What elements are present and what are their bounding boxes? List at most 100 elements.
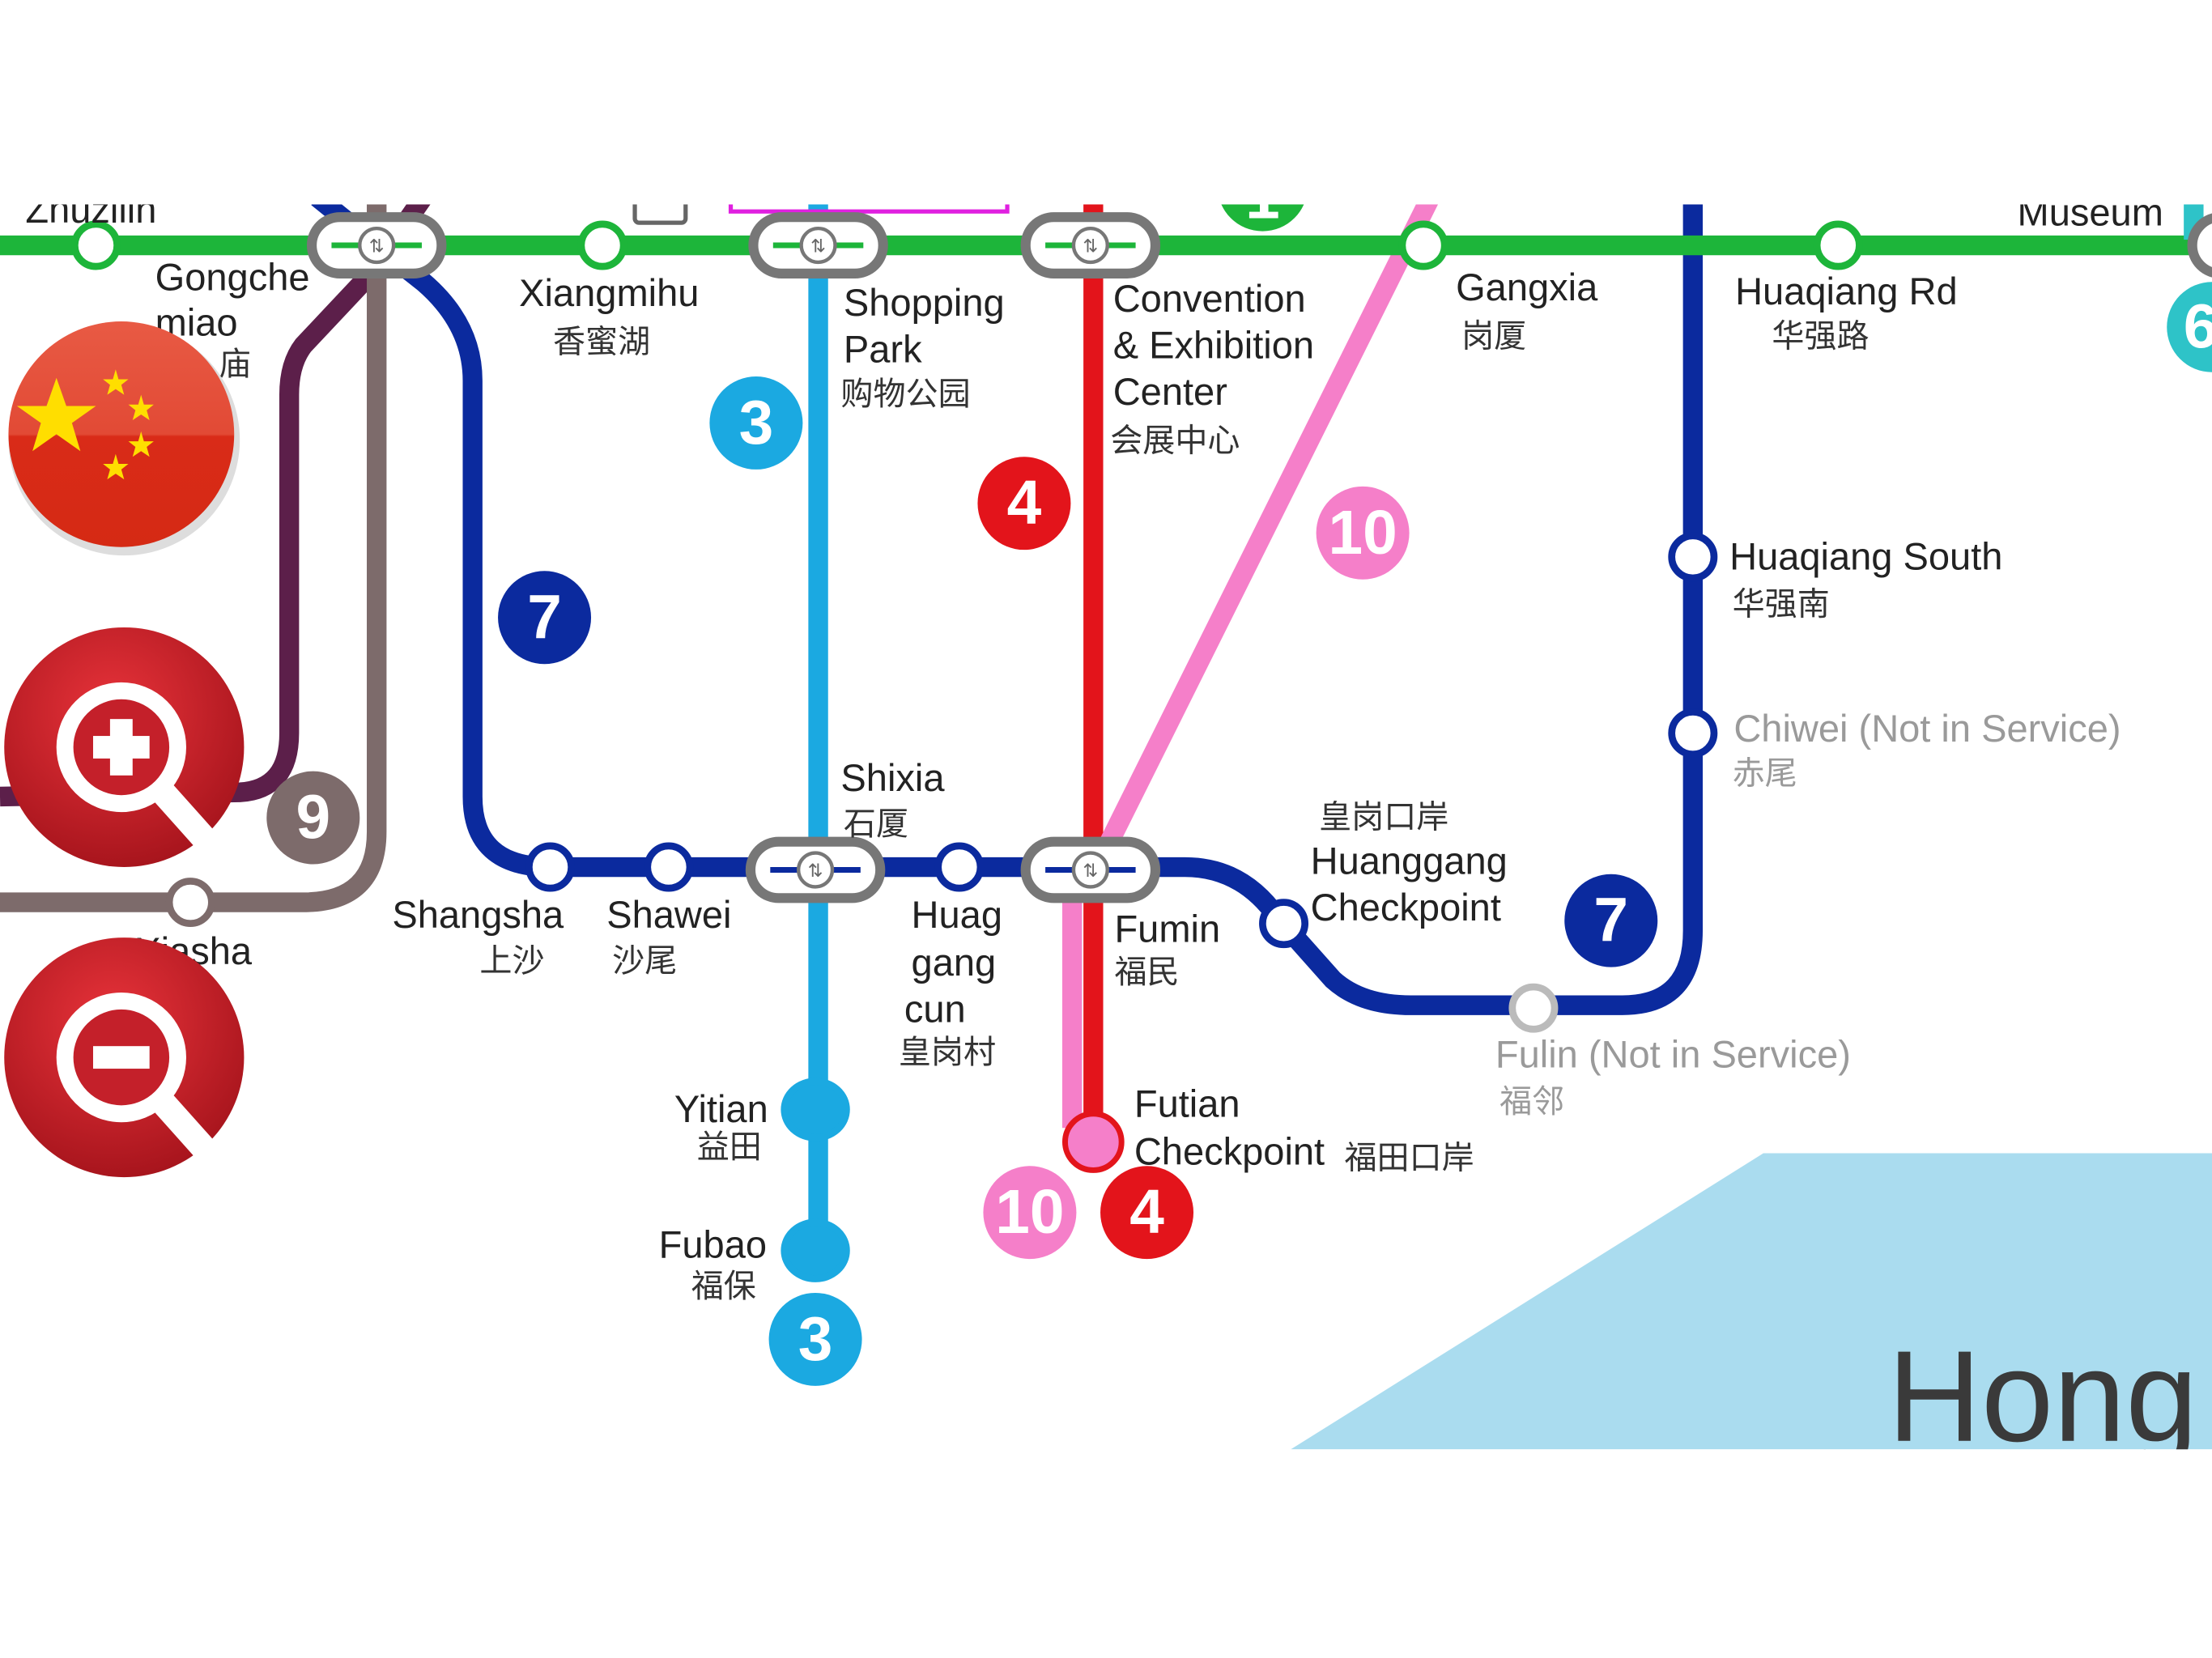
station-labels: Zhuzilin Museum Gongche miao 庙 Xiangmihu… — [25, 188, 2163, 1306]
interchange-shopping-park[interactable]: ⇅ — [748, 212, 888, 278]
station-huanggang-checkpoint[interactable] — [1259, 899, 1309, 949]
label-huanggangcun-zh: 皇岗村 — [899, 1034, 996, 1071]
badge-line-4: 4 — [1129, 1178, 1164, 1247]
label-convention-en: Convention — [1113, 277, 1306, 320]
station-huaqiang-rd[interactable] — [1813, 220, 1863, 270]
badge-line-7-bg — [498, 571, 592, 665]
label-chiwei-en: Chiwei (Not in Service) — [1733, 707, 2121, 750]
label-futian-checkpoint-en: Futian — [1134, 1082, 1240, 1124]
transfer-icon: ⇅ — [810, 236, 826, 257]
station-xiangmihu[interactable] — [577, 220, 627, 270]
label-fulin-zh: 福邻 — [1499, 1083, 1564, 1120]
interchange-gongchemiao[interactable]: ⇅ — [306, 212, 447, 278]
label-huaqiang-rd-zh: 华强路 — [1772, 317, 1869, 355]
zoom-out-button[interactable] — [4, 937, 245, 1178]
interchanges: ⇅ ⇅ ⇅ ⇅ ⇅ — [306, 212, 2212, 903]
badge-line-10: 10 — [995, 1178, 1064, 1247]
interchange-museum[interactable] — [2187, 213, 2212, 278]
transfer-icon: ⇅ — [369, 236, 385, 257]
badge-line-4-bg — [1100, 1166, 1194, 1260]
station-zhuzilin[interactable] — [70, 220, 121, 270]
label-xiangmihu-en: Xiangmihu — [519, 271, 699, 314]
interchange-shixia[interactable]: ⇅ — [745, 836, 886, 903]
label-huaqiang-rd-en: Huaqiang Rd — [1735, 270, 1958, 312]
station-fulin[interactable] — [1508, 983, 1559, 1033]
region-label: Hong K — [1887, 1324, 2212, 1469]
line-magenta-fragment — [728, 204, 1010, 214]
transfer-icon: ⇅ — [808, 861, 823, 881]
label-huanggang-checkpoint-en: Checkpoint — [1311, 886, 1501, 929]
language-flag-button[interactable] — [8, 321, 240, 556]
station-gangxia[interactable] — [1398, 220, 1448, 270]
label-shopping-park-zh: 购物公园 — [840, 376, 970, 413]
station-huaqiang-south[interactable] — [1668, 532, 1718, 582]
interchange-fumin[interactable]: ⇅ — [1020, 836, 1161, 903]
label-huanggangcun-en: Huag — [912, 893, 1002, 936]
label-convention-en: Center — [1113, 370, 1227, 413]
interchange-convention[interactable]: ⇅ — [1020, 212, 1161, 278]
map-icon-fragment — [632, 204, 688, 225]
label-fulin-en: Fulin (Not in Service) — [1495, 1032, 1851, 1075]
label-shixia-zh: 石厦 — [844, 806, 908, 843]
badge-line-10-bg — [1316, 486, 1410, 580]
label-shawei-en: Shawei — [606, 893, 731, 936]
zoom-in-icon — [56, 682, 218, 852]
badge-line-4-bg — [977, 457, 1071, 551]
transfer-icon: ⇅ — [1083, 861, 1098, 881]
badge-line-3-bg — [768, 1292, 862, 1386]
badge-line-10: 10 — [1328, 499, 1397, 568]
label-fubao-en: Fubao — [659, 1222, 767, 1265]
label-huanggangcun-en: gang — [912, 941, 997, 984]
station-chiwei[interactable] — [1668, 708, 1718, 759]
label-shopping-park-en: Park — [844, 328, 922, 371]
station-huanggangcun[interactable] — [934, 842, 985, 892]
label-shawei-zh: 沙尾 — [612, 942, 677, 980]
badge-line-9-bg — [266, 771, 360, 865]
label-futian-checkpoint-en: Checkpoint — [1134, 1129, 1325, 1172]
water-area — [1291, 1153, 2212, 1450]
label-gongchemiao-en: Gongche — [155, 256, 310, 299]
label-huaqiang-south-zh: 华强南 — [1733, 585, 1830, 623]
label-convention-en: & Exhibition — [1113, 323, 1314, 366]
label-futian-checkpoint-zh: 福田口岸 — [1344, 1140, 1474, 1177]
label-fumin-en: Fumin — [1114, 907, 1220, 950]
zoom-in-button[interactable] — [4, 627, 245, 868]
badge-line-3: 3 — [739, 389, 774, 457]
line-9 — [0, 204, 387, 912]
label-fumin-zh: 福民 — [1114, 954, 1179, 991]
station-shangsha[interactable] — [525, 842, 576, 892]
label-gangxia-zh: 岗厦 — [1461, 317, 1526, 355]
badge-line-9: 9 — [296, 784, 330, 852]
label-shopping-park-en: Shopping — [844, 281, 1005, 324]
label-museum: Museum — [2018, 191, 2163, 234]
line-badges: 3 3 4 4 7 7 9 10 10 1 6 — [266, 163, 2212, 1386]
badge-line-7: 7 — [527, 583, 562, 652]
label-xiangmihu-zh: 香蜜湖 — [553, 323, 650, 360]
label-zhuzilin: Zhuzilin — [25, 188, 156, 231]
label-gangxia-en: Gangxia — [1456, 266, 1598, 308]
station-futian-checkpoint[interactable] — [1061, 1111, 1125, 1173]
station-xiasha[interactable] — [165, 878, 215, 928]
station-shawei[interactable] — [644, 842, 694, 892]
stations — [70, 220, 1863, 1282]
badge-line-6 — [2167, 282, 2212, 372]
station-yitian[interactable] — [781, 1078, 850, 1141]
badge-line-7: 7 — [1593, 886, 1628, 955]
label-huaqiang-south-en: Huaqiang South — [1729, 535, 2002, 578]
badge-line-3-bg — [709, 376, 803, 470]
badge-line-1: 1 — [1245, 163, 1280, 232]
station-fubao[interactable] — [781, 1218, 850, 1282]
label-huanggang-checkpoint-zh: 皇岗口岸 — [1319, 798, 1448, 835]
label-convention-zh: 会展中心 — [1110, 422, 1240, 459]
label-shangsha-zh: 上沙 — [479, 942, 544, 980]
badge-line-3: 3 — [798, 1305, 833, 1374]
label-chiwei-zh: 赤尾 — [1733, 755, 1797, 792]
badge-line-10-bg — [983, 1166, 1077, 1260]
label-huanggangcun-en: cun — [904, 988, 966, 1031]
china-flag-icon — [16, 369, 154, 480]
label-huanggang-checkpoint-en: Huanggang — [1311, 840, 1508, 882]
label-yitian-en: Yitian — [674, 1087, 768, 1130]
line-7 — [311, 204, 1704, 1015]
badge-line-4: 4 — [1007, 469, 1042, 538]
